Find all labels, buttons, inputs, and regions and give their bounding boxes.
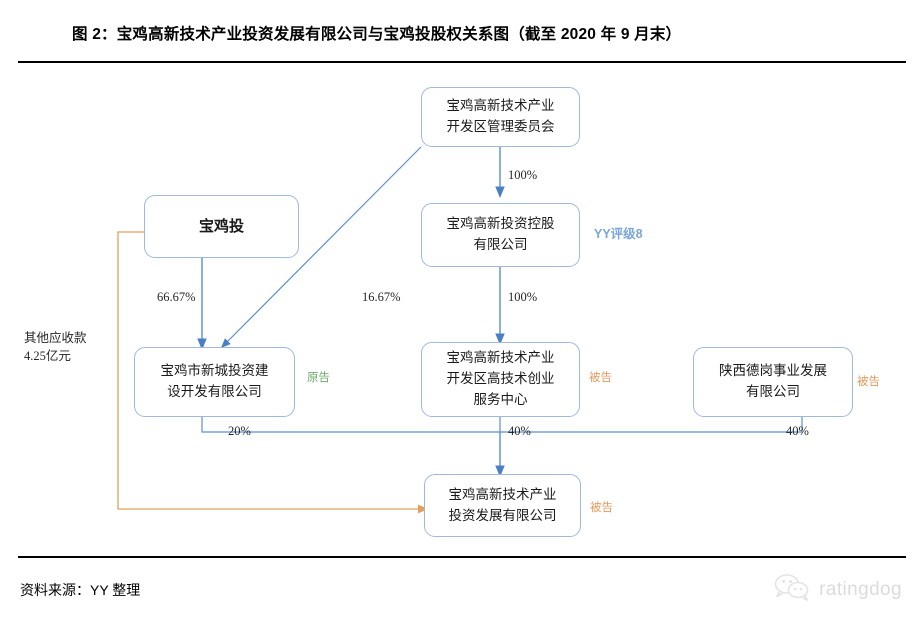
status-badge-defendant-degang: 被告	[857, 374, 880, 388]
node-holding-label: 宝鸡高新投资控股 有限公司	[446, 216, 555, 253]
figure-footer: 资料来源：YY 整理 ratingdog	[0, 556, 924, 637]
connector-layer	[117, 146, 803, 514]
status-badge-plaintiff: 原告	[307, 370, 330, 384]
org-chart-canvas: 宝鸡高新技术产业 开发区管理委员会 宝鸡投 宝鸡高新投资控股 有限公司 宝鸡市新…	[0, 62, 924, 556]
divider-top	[18, 61, 906, 63]
receivable-note: 其他应收款 4.25亿元	[24, 331, 87, 364]
node-target[interactable]: 宝鸡高新技术产业 投资发展有限公司	[424, 474, 581, 537]
wechat-bubble-icon	[774, 572, 812, 607]
edge-label-holding-incubator: 100%	[508, 290, 538, 304]
node-incubator[interactable]: 宝鸡高新技术产业 开发区高技术创业 服务中心	[421, 342, 580, 417]
page-title: 图 2：宝鸡高新技术产业投资发展有限公司与宝鸡投股权关系图（截至 2020 年 …	[72, 26, 682, 43]
edge-label-mgmt-xincheng: 16.67%	[362, 290, 401, 304]
divider-bottom	[18, 556, 906, 558]
node-degang-label: 陕西德岗事业发展 有限公司	[719, 363, 827, 400]
edge-label-mgmt-holding: 100%	[508, 168, 538, 182]
edge-receivable-orange	[117, 231, 429, 514]
node-target-label: 宝鸡高新技术产业 投资发展有限公司	[448, 486, 557, 524]
node-baojitou-label: 宝鸡投	[198, 216, 244, 235]
figure-header: 图 2：宝鸡高新技术产业投资发展有限公司与宝鸡投股权关系图（截至 2020 年 …	[0, 0, 924, 62]
edge-mgmt-xincheng	[220, 146, 422, 349]
edge-label-baojitou-xincheng: 66.67%	[157, 290, 196, 304]
status-badge-defendant-target: 被告	[590, 500, 613, 514]
node-xincheng-label: 宝鸡市新城投资建 设开发有限公司	[160, 363, 269, 400]
edge-label-xincheng-target: 20%	[228, 424, 251, 438]
node-incubator-label: 宝鸡高新技术产业 开发区高技术创业 服务中心	[446, 350, 555, 408]
node-holding[interactable]: 宝鸡高新投资控股 有限公司	[421, 203, 580, 267]
node-baojitou[interactable]: 宝鸡投	[144, 195, 299, 258]
node-degang[interactable]: 陕西德岗事业发展 有限公司	[693, 347, 853, 417]
edge-label-degang-target: 40%	[786, 424, 809, 438]
node-mgmt-committee[interactable]: 宝鸡高新技术产业 开发区管理委员会	[421, 87, 580, 147]
edge-label-incubator-target: 40%	[508, 424, 531, 438]
status-badge-defendant-incubator: 被告	[589, 370, 612, 384]
node-xincheng[interactable]: 宝鸡市新城投资建 设开发有限公司	[134, 347, 295, 417]
watermark: ratingdog	[774, 572, 902, 607]
source-note: 资料来源：YY 整理	[20, 582, 141, 598]
watermark-text: ratingdog	[819, 578, 902, 600]
edge-bottom-bus	[201, 417, 803, 433]
rating-badge: YY评级8	[594, 227, 643, 241]
node-mgmt-label: 宝鸡高新技术产业 开发区管理委员会	[446, 98, 555, 135]
